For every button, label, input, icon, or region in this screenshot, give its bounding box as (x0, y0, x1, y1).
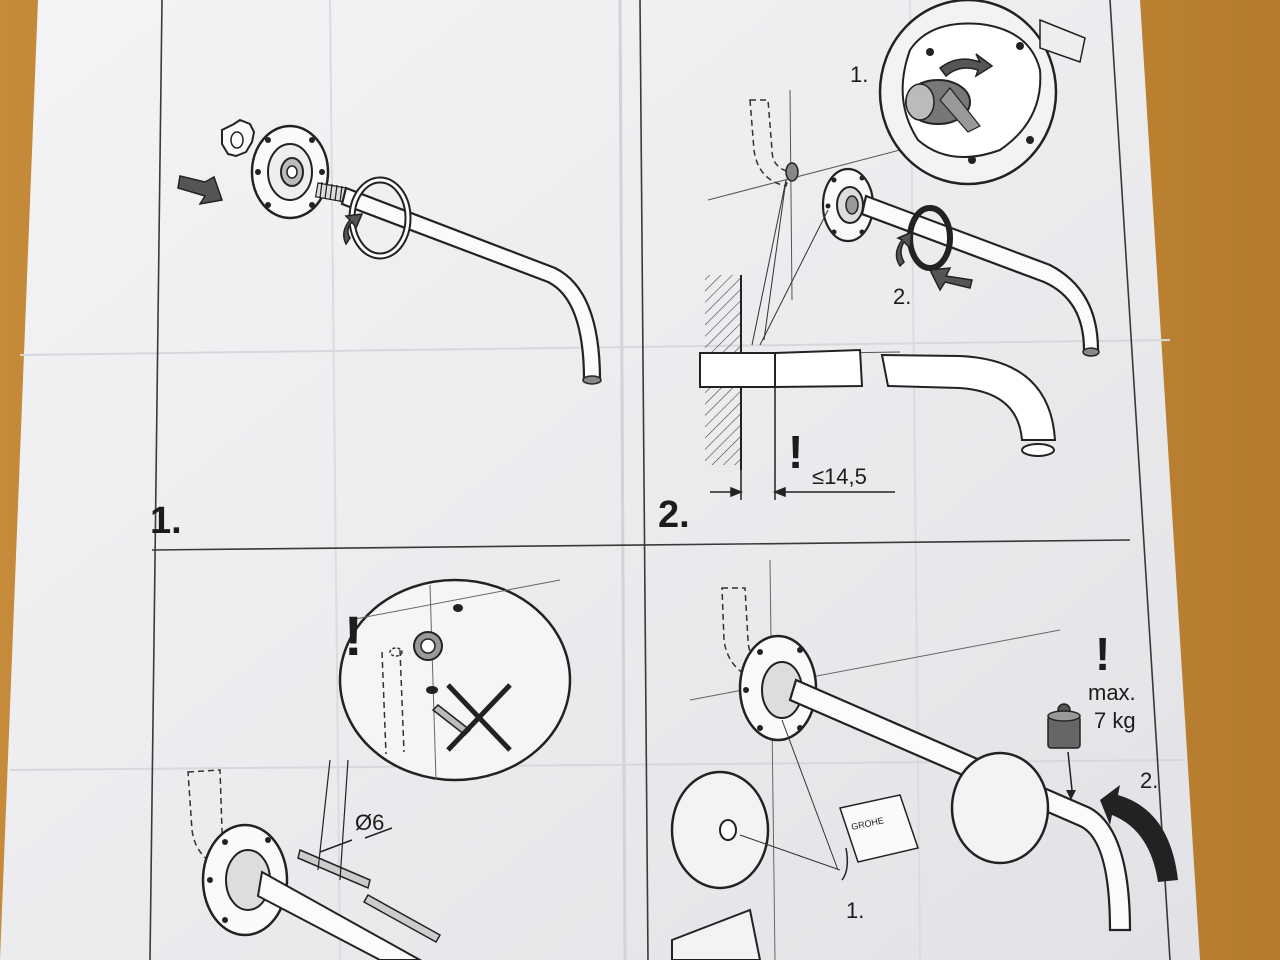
drill-bit (297, 848, 371, 890)
push-arrow-icon (928, 267, 973, 292)
drill-diameter-label: Ø6 (355, 810, 384, 835)
warning-icon: ! (1095, 628, 1110, 680)
panel-2: 2. 1. (658, 0, 1100, 536)
callout-1: 1. (850, 62, 868, 87)
step-1-label: 1. (150, 500, 182, 542)
wall-block (671, 908, 762, 960)
detail-magnifier (878, 0, 1086, 186)
rotate-arrow-icon (938, 53, 994, 78)
detail-magnifier (338, 578, 572, 782)
rotate-arrow-icon (1100, 785, 1178, 882)
callout-2: 2. (1140, 768, 1158, 793)
panel-1: 1. (150, 118, 602, 542)
wall-flange (821, 167, 875, 243)
wall-flange (738, 634, 818, 742)
forbidden-cross (446, 683, 512, 752)
panel-3: ! Ø6 (187, 578, 572, 960)
panel-grid (149, 0, 1171, 960)
weight-label: 7 kg (1094, 708, 1136, 733)
warning-icon: ! (788, 426, 803, 478)
spout-section (880, 353, 1057, 441)
spout-pipe (256, 870, 423, 960)
dimension-line (710, 387, 895, 500)
callout-2: 2. (893, 284, 911, 309)
paper-sheet (0, 0, 1200, 960)
step-2-label: 2. (658, 494, 690, 536)
fold-crease (618, 0, 627, 960)
fold-crease (329, 0, 341, 960)
sealant-package: GROHE (839, 794, 919, 881)
max-depth-label: ≤14,5 (812, 464, 867, 489)
rotate-arrow-icon (343, 213, 364, 246)
rosette-cover (950, 751, 1050, 865)
callout-1: 1. (846, 898, 864, 923)
warning-icon: ! (344, 604, 363, 667)
rotate-arrow-icon (895, 230, 913, 268)
spout-pipe (788, 678, 1132, 932)
push-arrow-icon (177, 175, 223, 206)
concealed-elbow (749, 99, 791, 187)
pipe-section (699, 352, 776, 388)
weight-icon (1047, 703, 1081, 800)
max-label: max. (1088, 680, 1136, 705)
panel-4: GROHE 1. ! max. 7 kg 2. (670, 559, 1178, 960)
wall-flange (250, 124, 330, 220)
